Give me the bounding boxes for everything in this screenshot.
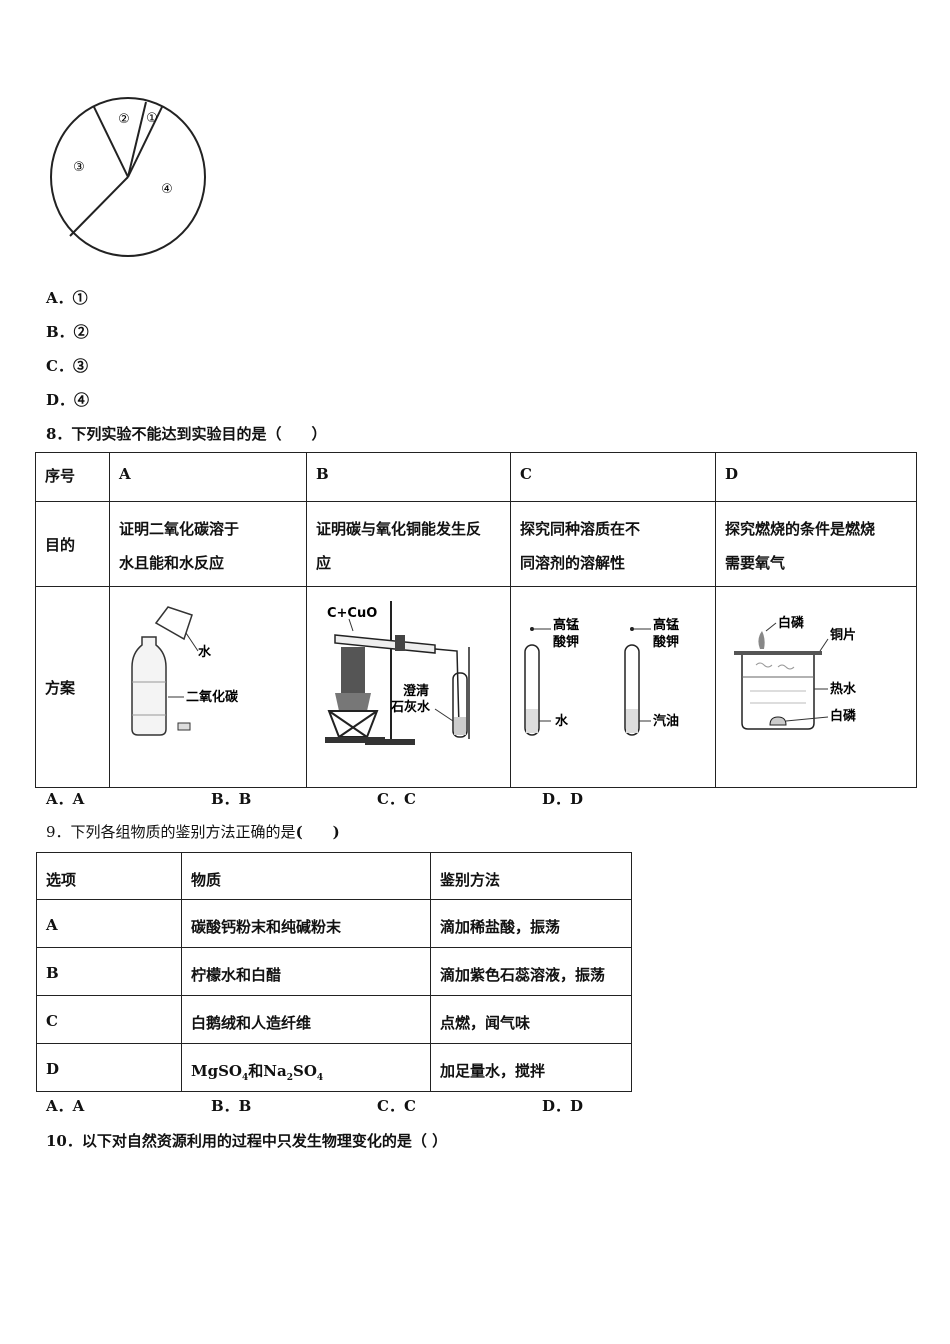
q9-header-substance: 物质 (181, 852, 431, 900)
q7-option-d: D．④ (46, 391, 90, 409)
pie-label-1: ① (146, 111, 158, 126)
q7-option-b: B．② (46, 323, 89, 341)
q7-option-a: A．① (46, 289, 88, 307)
q8-header-index: 序号 (35, 452, 110, 502)
q7-option-c: C．③ (46, 357, 88, 375)
label-kmno4-left-1: 高锰 (553, 617, 579, 633)
label-water-c: 水 (555, 713, 569, 729)
label-white-p-bottom: 白磷 (830, 708, 857, 724)
label-kmno4-right-1: 高锰 (653, 617, 679, 633)
q9-row-b-option: B (36, 947, 182, 996)
q9-answer-d: D．D (542, 1097, 584, 1115)
bottle-figure: 水 二氧化碳 (131, 606, 239, 736)
label-white-p-top: 白磷 (778, 615, 805, 631)
label-limewater-1: 澄清 (403, 683, 429, 699)
q8-plan-d: 白磷 铜片 热水 白磷 (715, 586, 917, 788)
q8-header-a: A (109, 452, 307, 502)
q9-row-d-option: D (36, 1043, 182, 1092)
q9-table: 选项 物质 鉴别方法 A 碳酸钙粉末和纯碱粉末 滴加稀盐酸，振荡 B 柠檬水和白… (36, 852, 632, 1092)
q8-purpose-d: 探究燃烧的条件是燃烧需要氧气 (715, 501, 917, 587)
q8-purpose-c: 探究同种溶质在不同溶剂的溶解性 (510, 501, 716, 587)
q9-row-a-option: A (36, 899, 182, 948)
q9-header-method: 鉴别方法 (430, 852, 632, 900)
q8-table: 序号 A B C D 目的 证明二氧化碳溶于水且能和水反应 证明碳与氧化铜能发生… (35, 452, 917, 788)
pie-label-2: ② (118, 112, 130, 127)
q9-question: 9．下列各组物质的鉴别方法正确的是( ) (46, 823, 340, 841)
q9-row-b-substance: 柠檬水和白醋 (181, 947, 431, 996)
q8-plan-b: C+CuO (306, 586, 511, 788)
label-limewater-2: 石灰水 (390, 699, 431, 715)
label-hot-water: 热水 (830, 681, 857, 697)
q9-row-b-method: 滴加紫色石蕊溶液，振荡 (430, 947, 632, 996)
q8-plan-label: 方案 (35, 586, 110, 788)
label-kmno4-right-2: 酸钾 (653, 634, 679, 650)
q9-row-c-method: 点燃，闻气味 (430, 995, 632, 1044)
q8-plan-a: 水 二氧化碳 (109, 586, 307, 788)
q9-answer-a: A．A (46, 1097, 85, 1115)
q8-purpose-label: 目的 (35, 501, 110, 587)
label-gasoline: 汽油 (653, 713, 679, 729)
q9-row-d-method: 加足量水，搅拌 (430, 1043, 632, 1092)
q8-question: 8．下列实验不能达到实验目的是（ ） (46, 425, 327, 443)
q9-answer-b: B．B (211, 1097, 252, 1115)
q9-row-a-substance: 碳酸钙粉末和纯碱粉末 (181, 899, 431, 948)
q8-answer-c: C．C (377, 790, 416, 808)
q8-answer-d: D．D (542, 790, 584, 808)
q8-answer-a: A．A (46, 790, 85, 808)
q9-row-c-option: C (36, 995, 182, 1044)
q9-row-a-method: 滴加稀盐酸，振荡 (430, 899, 632, 948)
q10-question: 10．以下对自然资源利用的过程中只发生物理变化的是（ ） (46, 1132, 448, 1150)
label-water-a: 水 (198, 644, 212, 660)
q8-header-c: C (510, 452, 716, 502)
pie-label-3: ③ (73, 160, 85, 175)
label-copper: 铜片 (829, 627, 856, 643)
pie-label-4: ④ (161, 182, 173, 197)
solubility-tubes-figure: 高锰 酸钾 水 高锰 酸钾 汽油 (524, 617, 679, 736)
carbon-cuo-apparatus-figure: C+CuO (325, 601, 470, 745)
q8-plan-c: 高锰 酸钾 水 高锰 酸钾 汽油 (510, 586, 716, 788)
pie-figure: ② ① ③ ④ (50, 97, 206, 257)
q8-purpose-a: 证明二氧化碳溶于水且能和水反应 (109, 501, 307, 587)
q8-answer-b: B．B (211, 790, 252, 808)
label-kmno4-left-2: 酸钾 (553, 634, 579, 650)
label-co2-a: 二氧化碳 (186, 689, 239, 705)
q8-purpose-b: 证明碳与氧化铜能发生反应 (306, 501, 511, 587)
label-c-cuo: C+CuO (327, 606, 377, 621)
q9-row-c-substance: 白鹅绒和人造纤维 (181, 995, 431, 1044)
q8-header-d: D (715, 452, 917, 502)
combustion-beaker-figure: 白磷 铜片 热水 白磷 (734, 615, 857, 730)
q9-answer-c: C．C (377, 1097, 416, 1115)
q8-header-b: B (306, 452, 511, 502)
q9-header-option: 选项 (36, 852, 182, 900)
q9-row-d-substance: MgSO4和Na2SO4 (181, 1043, 431, 1092)
